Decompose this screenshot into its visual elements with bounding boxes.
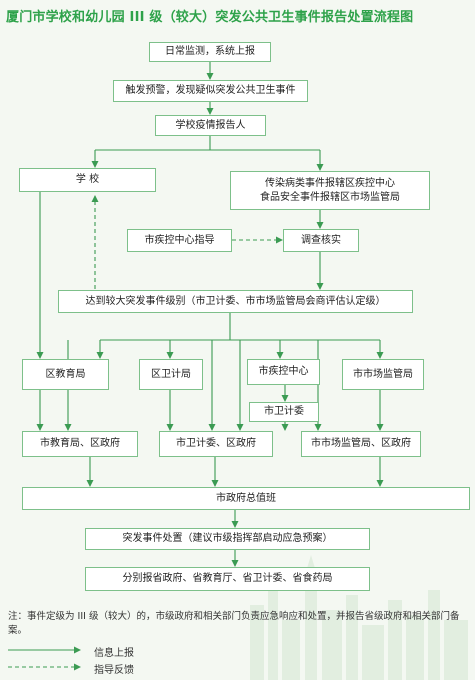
node-market-district-gov: 市市场监管局、区政府 [301, 431, 421, 457]
footnote: 注：事件定级为 III 级（较大）的，市级政府和相关部门负责应急响应和处置，并报… [8, 611, 460, 637]
node-market-supervision: 市市场监管局 [342, 359, 424, 390]
node-district-report: 传染病类事件报辖区疾控中心 食品安全事件报辖区市场监管局 [230, 171, 430, 210]
node-district-health: 区卫计局 [139, 359, 203, 390]
page-title: 厦门市学校和幼儿园 III 级（较大）突发公共卫生事件报告处置流程图 [6, 10, 414, 25]
node-school: 学 校 [19, 168, 156, 192]
district-report-line-2: 食品安全事件报辖区市场监管局 [260, 191, 400, 203]
node-investigate-verify: 调查核实 [283, 229, 359, 252]
node-level-assessment: 达到较大突发事件级别（市卫计委、市市场监管局会商评估认定级） [58, 290, 413, 313]
node-emergency-disposal: 突发事件处置（建议市级指挥部启动应急预案） [85, 528, 370, 550]
node-school-reporter: 学校疫情报告人 [155, 115, 266, 136]
legend-dashed-label: 指导反馈 [94, 665, 134, 676]
node-trigger-warning: 触发预警，发现疑似突发公共卫生事件 [113, 80, 308, 102]
node-district-education: 区教育局 [22, 359, 109, 390]
node-report-province: 分别报省政府、省教育厅、省卫计委、省食药局 [85, 567, 370, 591]
node-city-health-commission: 市卫计委 [249, 402, 319, 422]
node-city-gov-duty: 市政府总值班 [22, 487, 470, 510]
node-daily-monitoring: 日常监测，系统上报 [149, 42, 271, 62]
district-report-line-1: 传染病类事件报辖区疾控中心 [265, 178, 395, 189]
node-edu-bureau-district-gov: 市教育局、区政府 [22, 431, 138, 457]
node-health-commission-district-gov: 市卫计委、区政府 [159, 431, 273, 457]
node-city-cdc: 市疾控中心 [247, 359, 320, 385]
node-city-cdc-guidance: 市疾控中心指导 [127, 229, 232, 252]
legend-solid-label: 信息上报 [94, 648, 134, 659]
